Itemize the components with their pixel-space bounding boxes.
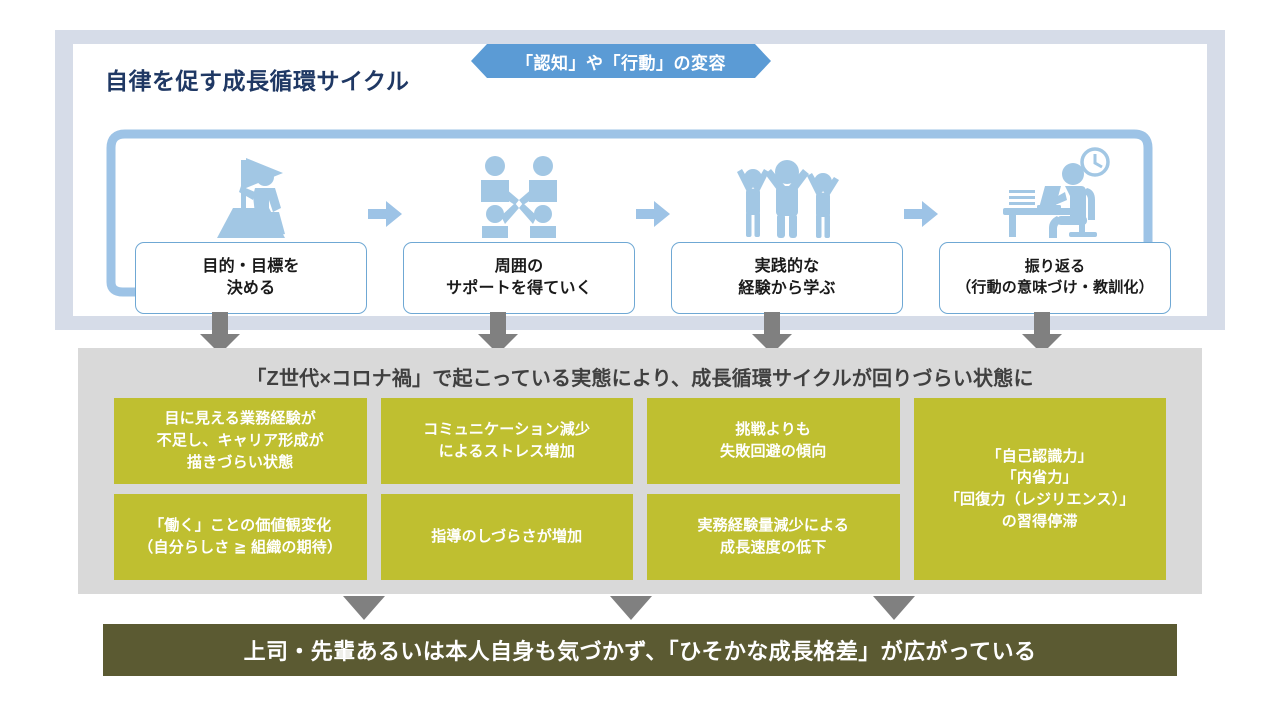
issue-box-4-1-line4: の習得停滞 <box>1001 512 1078 530</box>
cycle-step-2-line2: サポートを得ていく <box>446 280 592 297</box>
person-at-desk-with-clock-icon <box>995 146 1115 238</box>
issue-box-1-1-line3: 描きづらい状態 <box>187 453 294 471</box>
down-triangle-icon-2 <box>610 596 652 620</box>
issue-box-2-2[interactable]: 指導のしづらさが増加 <box>380 494 633 580</box>
down-arrow-icon-3 <box>752 312 792 354</box>
issue-box-4-1[interactable]: 「自己認識力」 「内省力」 「回復力（レジリエンス）」 の習得停滞 <box>913 398 1166 580</box>
down-arrow-icon-4 <box>1022 312 1062 354</box>
issue-column-1: 目に見える業務経験が 不足し、キャリア形成が 描きづらい状態 「働く」ことの価値… <box>114 398 367 580</box>
issue-box-3-1-line2: 失敗回避の傾向 <box>720 443 827 460</box>
cycle-step-2-box[interactable]: 周囲の サポートを得ていく <box>403 242 635 314</box>
issue-box-3-2-line1: 実務経験量減少による <box>697 517 850 535</box>
person-climbing-with-flag-icon <box>203 146 299 238</box>
cycle-step-2[interactable]: 周囲の サポートを得ていく <box>403 139 635 314</box>
current-state-panel: 「Z世代×コロナ禍」で起こっている実態により、成長循環サイクルが回りづらい状態に… <box>78 348 1202 594</box>
cycle-step-3-line1: 実践的な <box>754 257 820 275</box>
issue-box-2-1-line2: によるストレス増加 <box>438 443 575 460</box>
issue-box-4-1-line1: 「自己認識力」 <box>986 447 1093 465</box>
issue-box-1-1-line1: 目に見える業務経験が <box>164 410 317 428</box>
issue-box-3-2-line2: 成長速度の低下 <box>720 539 827 556</box>
cycle-step-4-box[interactable]: 振り返る （行動の意味づけ・教訓化） <box>939 242 1171 314</box>
cycle-step-1-line2: 決める <box>226 280 276 297</box>
issue-box-3-1-line1: 挑戦よりも <box>735 421 812 439</box>
issue-box-1-2-line2: （自分らしさ ≧ 組織の期待） <box>138 539 343 556</box>
cycle-step-3-line2: 経験から学ぶ <box>738 280 836 297</box>
three-people-arms-raised-icon <box>723 146 851 238</box>
cycle-steps-row: 目的・目標を 決める <box>135 139 1175 314</box>
issue-column-3: 挑戦よりも 失敗回避の傾向 実務経験量減少による 成長速度の低下 <box>647 398 900 580</box>
right-arrow-icon-2 <box>635 139 671 314</box>
issue-box-2-2-line1: 指導のしづらさが増加 <box>431 528 583 546</box>
cycle-step-4-line1: 振り返る <box>1024 258 1086 276</box>
issue-box-3-1[interactable]: 挑戦よりも 失敗回避の傾向 <box>647 398 900 484</box>
growth-cycle-panel-inner: 自律を促す成長循環サイクル 「認知」や「行動」の変容 <box>73 44 1207 316</box>
cycle-step-1-line1: 目的・目標を <box>202 257 300 275</box>
cycle-step-2-line1: 周囲の <box>494 257 544 275</box>
conclusion-text: 上司・先輩あるいは本人自身も気づかず、「ひそかな成長格差」が広がっている <box>243 639 1037 664</box>
growth-cycle-panel: 自律を促す成長循環サイクル 「認知」や「行動」の変容 <box>55 30 1225 330</box>
down-triangle-icon-3 <box>873 596 915 620</box>
down-arrow-icon-1 <box>200 312 240 354</box>
four-people-collaboration-icon <box>469 146 569 238</box>
connector-arrows-top <box>0 312 1280 354</box>
issue-box-3-2[interactable]: 実務経験量減少による 成長速度の低下 <box>647 494 900 580</box>
cycle-step-1[interactable]: 目的・目標を 決める <box>135 139 367 314</box>
cycle-step-4-line2: （行動の意味づけ・教訓化） <box>956 279 1154 296</box>
issue-box-4-1-line2: 「内省力」 <box>1001 469 1078 487</box>
issue-column-4: 「自己認識力」 「内省力」 「回復力（レジリエンス）」 の習得停滞 <box>913 398 1166 580</box>
issue-box-2-1[interactable]: コミュニケーション減少 によるストレス増加 <box>380 398 633 484</box>
issue-box-1-1-line2: 不足し、キャリア形成が <box>156 432 324 450</box>
banner-cognition-behavior-change: 「認知」や「行動」の変容 <box>471 44 771 78</box>
issue-box-1-2[interactable]: 「働く」ことの価値観変化 （自分らしさ ≧ 組織の期待） <box>114 494 367 580</box>
issue-box-4-1-line3: 「回復力（レジリエンス）」 <box>944 491 1135 508</box>
cycle-step-4[interactable]: 振り返る （行動の意味づけ・教訓化） <box>939 139 1171 314</box>
issue-column-2: コミュニケーション減少 によるストレス増加 指導のしづらさが増加 <box>380 398 633 580</box>
conclusion-bar: 上司・先輩あるいは本人自身も気づかず、「ひそかな成長格差」が広がっている <box>103 624 1177 676</box>
issue-grid: 目に見える業務経験が 不足し、キャリア形成が 描きづらい状態 「働く」ことの価値… <box>114 398 1166 580</box>
cycle-step-1-box[interactable]: 目的・目標を 決める <box>135 242 367 314</box>
issue-box-1-2-line1: 「働く」ことの価値観変化 <box>149 517 332 535</box>
right-arrow-icon-1 <box>367 139 403 314</box>
connector-arrows-bottom <box>0 596 1280 626</box>
down-triangle-icon-1 <box>343 596 385 620</box>
cycle-step-3[interactable]: 実践的な 経験から学ぶ <box>671 139 903 314</box>
banner-label: 「認知」や「行動」の変容 <box>516 53 726 73</box>
issue-box-1-1[interactable]: 目に見える業務経験が 不足し、キャリア形成が 描きづらい状態 <box>114 398 367 484</box>
page-title: 自律を促す成長循環サイクル <box>105 68 410 94</box>
issue-box-2-1-line1: コミュニケーション減少 <box>423 421 591 439</box>
current-state-title: 「Z世代×コロナ禍」で起こっている実態により、成長循環サイクルが回りづらい状態に <box>246 368 1034 390</box>
right-arrow-icon-3 <box>903 139 939 314</box>
down-arrow-icon-2 <box>478 312 518 354</box>
cycle-step-3-box[interactable]: 実践的な 経験から学ぶ <box>671 242 903 314</box>
